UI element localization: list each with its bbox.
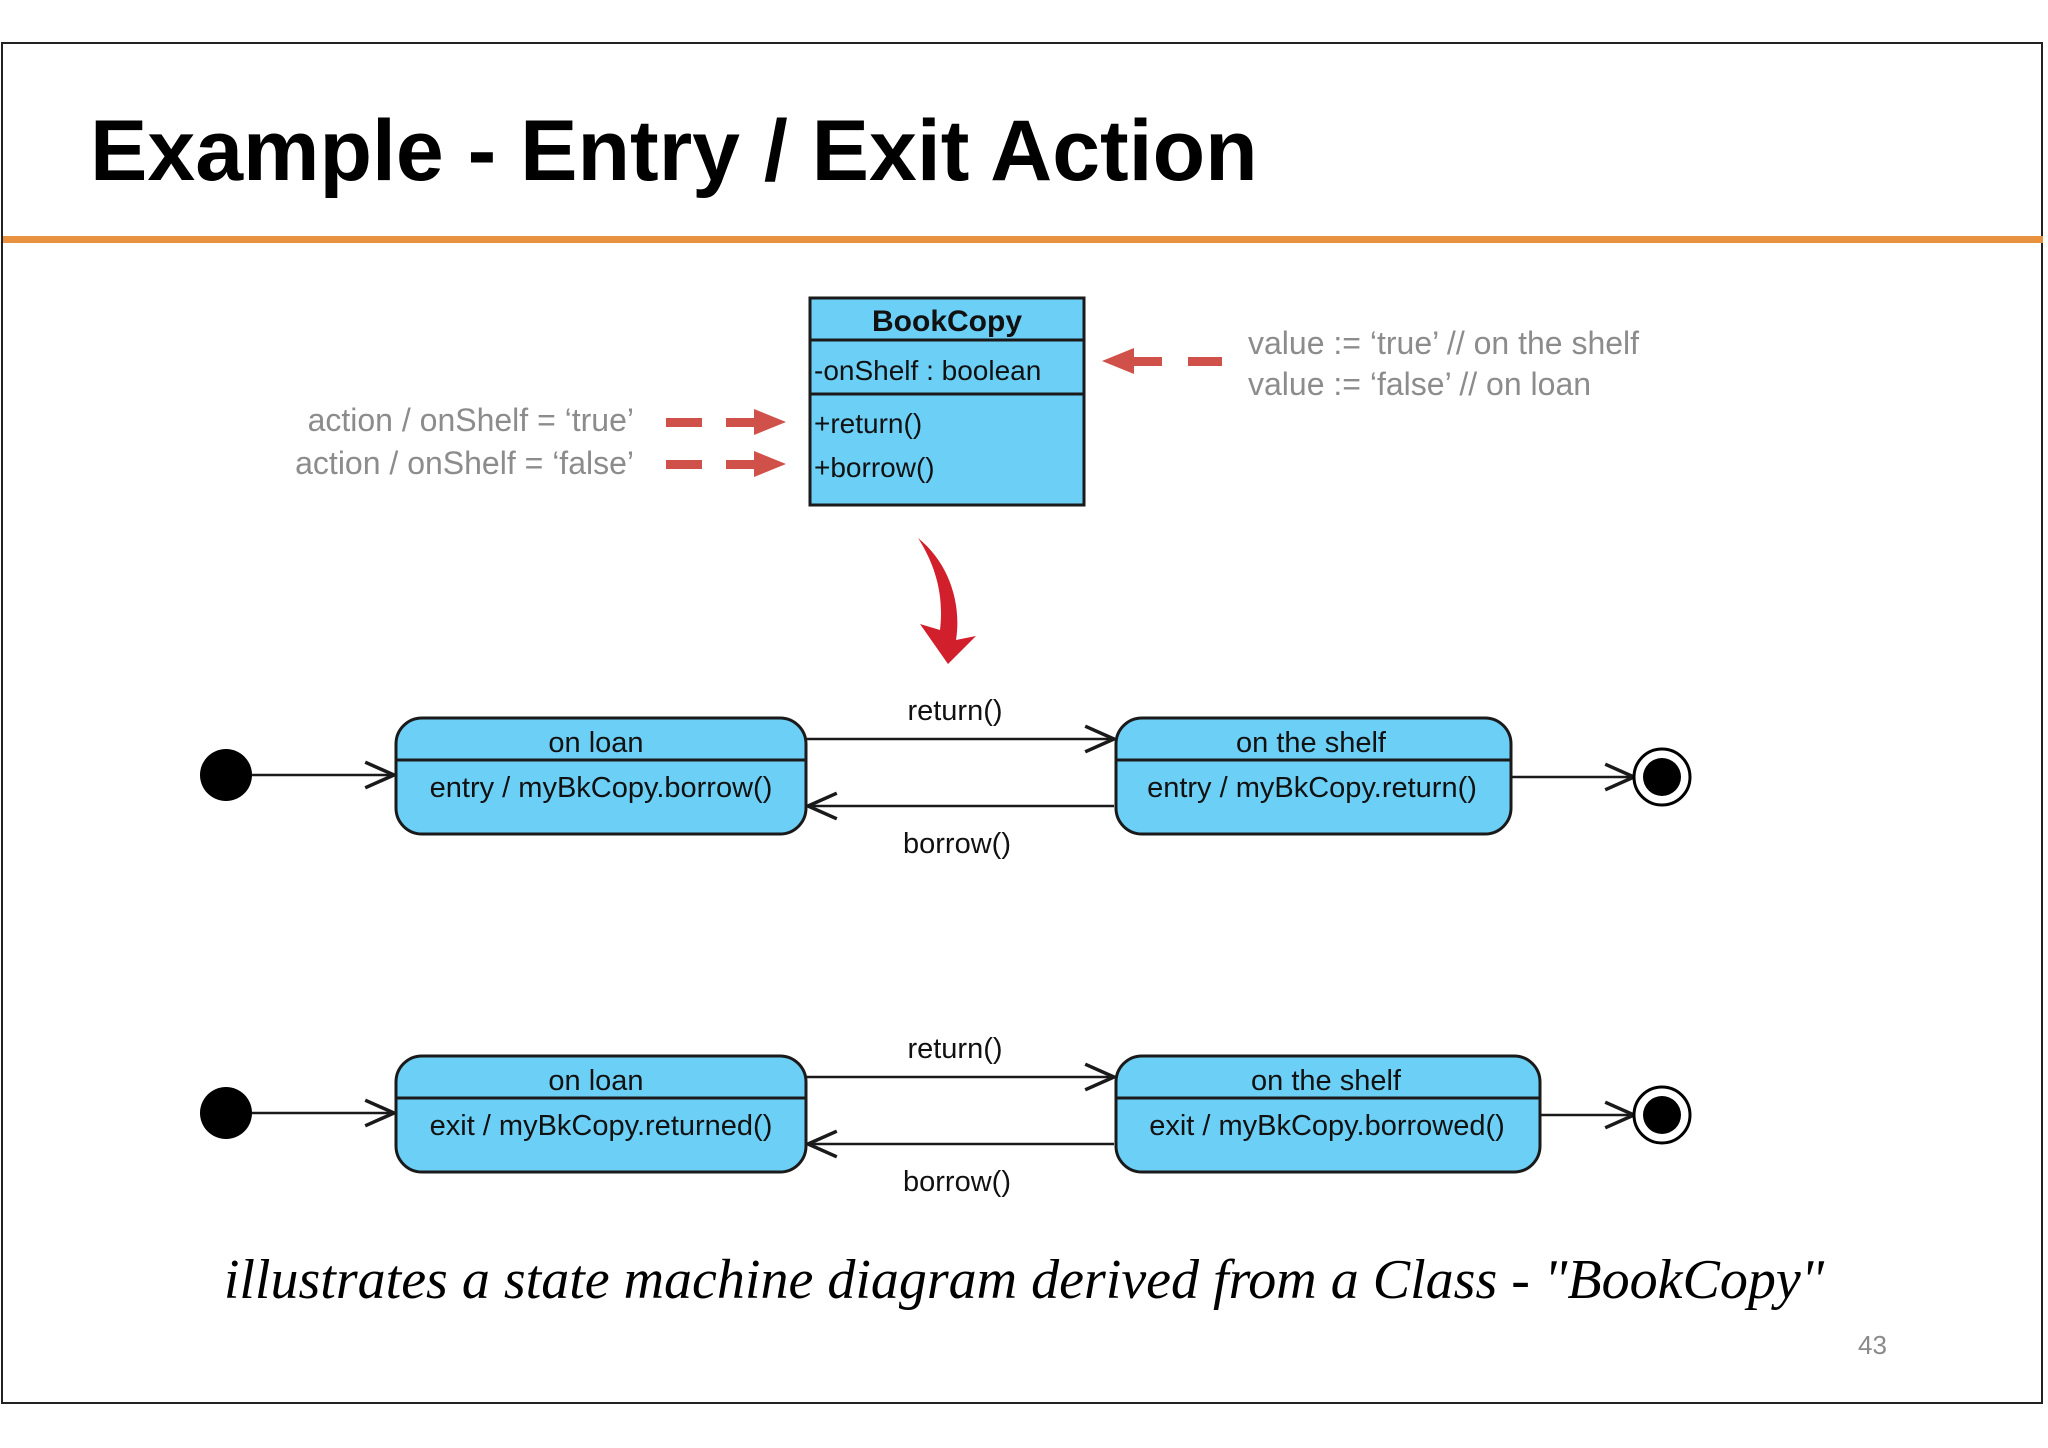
dashed-arrow-to-attribute (1102, 348, 1222, 374)
transition-label: borrow() (903, 828, 1011, 860)
page-number: 43 (1858, 1330, 1887, 1360)
state-on-the-shelf: on the shelf entry / myBkCopy.return() (1114, 716, 1513, 836)
state-on-loan: on loan exit / myBkCopy.returned() (394, 1054, 808, 1174)
value-note: value := ‘false’ // on loan (1248, 366, 1591, 402)
initial-state (200, 749, 252, 801)
class-attribute: -onShelf : boolean (814, 355, 1041, 386)
state-on-the-shelf: on the shelf exit / myBkCopy.borrowed() (1114, 1054, 1542, 1174)
slide-frame (1, 42, 2043, 1404)
class-box: BookCopy -onShelf : boolean +return() +b… (808, 296, 1086, 507)
title-underline (3, 236, 2043, 243)
class-name: BookCopy (872, 305, 1022, 338)
state-on-loan: on loan entry / myBkCopy.borrow() (394, 716, 808, 836)
initial-state (200, 1087, 252, 1139)
transition-label: return() (907, 695, 1002, 727)
dashed-arrow-to-operations (666, 409, 786, 477)
slide-title: Example - Entry / Exit Action (90, 103, 1258, 199)
state-name: on the shelf (1251, 1065, 1402, 1097)
value-note: value := ‘true’ // on the shelf (1248, 325, 1639, 361)
class-box-frame (808, 296, 1086, 507)
state-name: on the shelf (1236, 727, 1387, 759)
transition-label: return() (907, 1033, 1002, 1065)
state-action: exit / myBkCopy.borrowed() (1149, 1110, 1505, 1142)
state-name: on loan (548, 727, 643, 759)
final-state (1632, 1085, 1692, 1145)
state-diagram-entry: on loan entry / myBkCopy.borrow() return… (200, 695, 1692, 860)
state-name: on loan (548, 1065, 643, 1097)
class-operation: +borrow() (814, 452, 935, 483)
derivation-arrow-icon (918, 538, 976, 664)
state-action: entry / myBkCopy.borrow() (430, 772, 773, 804)
slide-caption: illustrates a state machine diagram deri… (223, 1249, 1825, 1311)
final-state (1632, 747, 1692, 807)
class-operation: +return() (814, 408, 922, 439)
state-action: entry / myBkCopy.return() (1147, 772, 1477, 804)
state-diagram-exit: on loan exit / myBkCopy.returned() retur… (200, 1033, 1692, 1198)
transition-label: borrow() (903, 1166, 1011, 1198)
action-note: action / onShelf = ‘false’ (295, 445, 634, 481)
action-note: action / onShelf = ‘true’ (308, 402, 634, 438)
state-action: exit / myBkCopy.returned() (430, 1110, 773, 1142)
